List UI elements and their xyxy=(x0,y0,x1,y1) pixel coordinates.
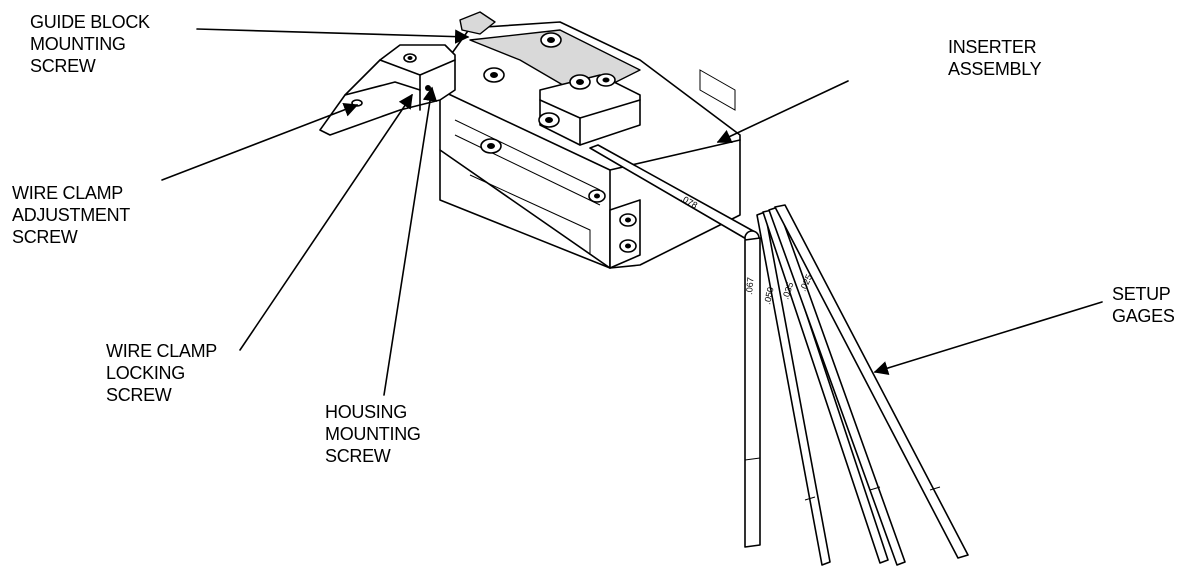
svg-text:SCREW: SCREW xyxy=(325,446,391,466)
leader-lines xyxy=(161,28,1103,396)
guide-block xyxy=(319,44,456,136)
svg-text:SCREW: SCREW xyxy=(106,385,172,405)
svg-text:HOUSING: HOUSING xyxy=(325,402,407,422)
callout-wire-clamp-locking-screw: WIRE CLAMP LOCKING SCREW xyxy=(106,341,218,405)
gage-bar xyxy=(756,211,831,566)
svg-text:MOUNTING: MOUNTING xyxy=(325,424,421,444)
svg-text:LOCKING: LOCKING xyxy=(106,363,185,383)
callout-guide-block-mounting-screw: GUIDE BLOCK MOUNTING SCREW xyxy=(30,12,150,76)
svg-text:ASSEMBLY: ASSEMBLY xyxy=(948,59,1042,79)
gage-bar xyxy=(774,204,969,559)
svg-text:SETUP: SETUP xyxy=(1112,284,1171,304)
svg-text:GUIDE BLOCK: GUIDE BLOCK xyxy=(30,12,150,32)
screw-heads xyxy=(480,32,616,203)
svg-text:SCREW: SCREW xyxy=(30,56,96,76)
housing-block xyxy=(439,21,741,269)
setup-gages-illustration: .067 .050 .035 .025 .078 xyxy=(589,144,969,566)
svg-text:SCREW: SCREW xyxy=(12,227,78,247)
svg-text:WIRE CLAMP: WIRE CLAMP xyxy=(12,183,123,203)
svg-text:MOUNTING: MOUNTING xyxy=(30,34,126,54)
inserter-assembly-illustration xyxy=(319,11,741,269)
svg-text:WIRE CLAMP: WIRE CLAMP xyxy=(106,341,217,361)
svg-text:INSERTER: INSERTER xyxy=(948,37,1037,57)
svg-text:GAGES: GAGES xyxy=(1112,306,1175,326)
gage-mark: .067 xyxy=(744,277,755,295)
callout-setup-gages: SETUP GAGES xyxy=(1112,284,1175,326)
callout-wire-clamp-adjustment-screw: WIRE CLAMP ADJUSTMENT SCREW xyxy=(12,183,131,247)
callout-inserter-assembly: INSERTER ASSEMBLY xyxy=(948,37,1042,79)
gage-bar xyxy=(744,237,761,548)
callout-housing-mounting-screw: HOUSING MOUNTING SCREW xyxy=(325,402,421,466)
svg-text:ADJUSTMENT: ADJUSTMENT xyxy=(12,205,130,225)
gage-mark: .050 xyxy=(762,286,775,305)
